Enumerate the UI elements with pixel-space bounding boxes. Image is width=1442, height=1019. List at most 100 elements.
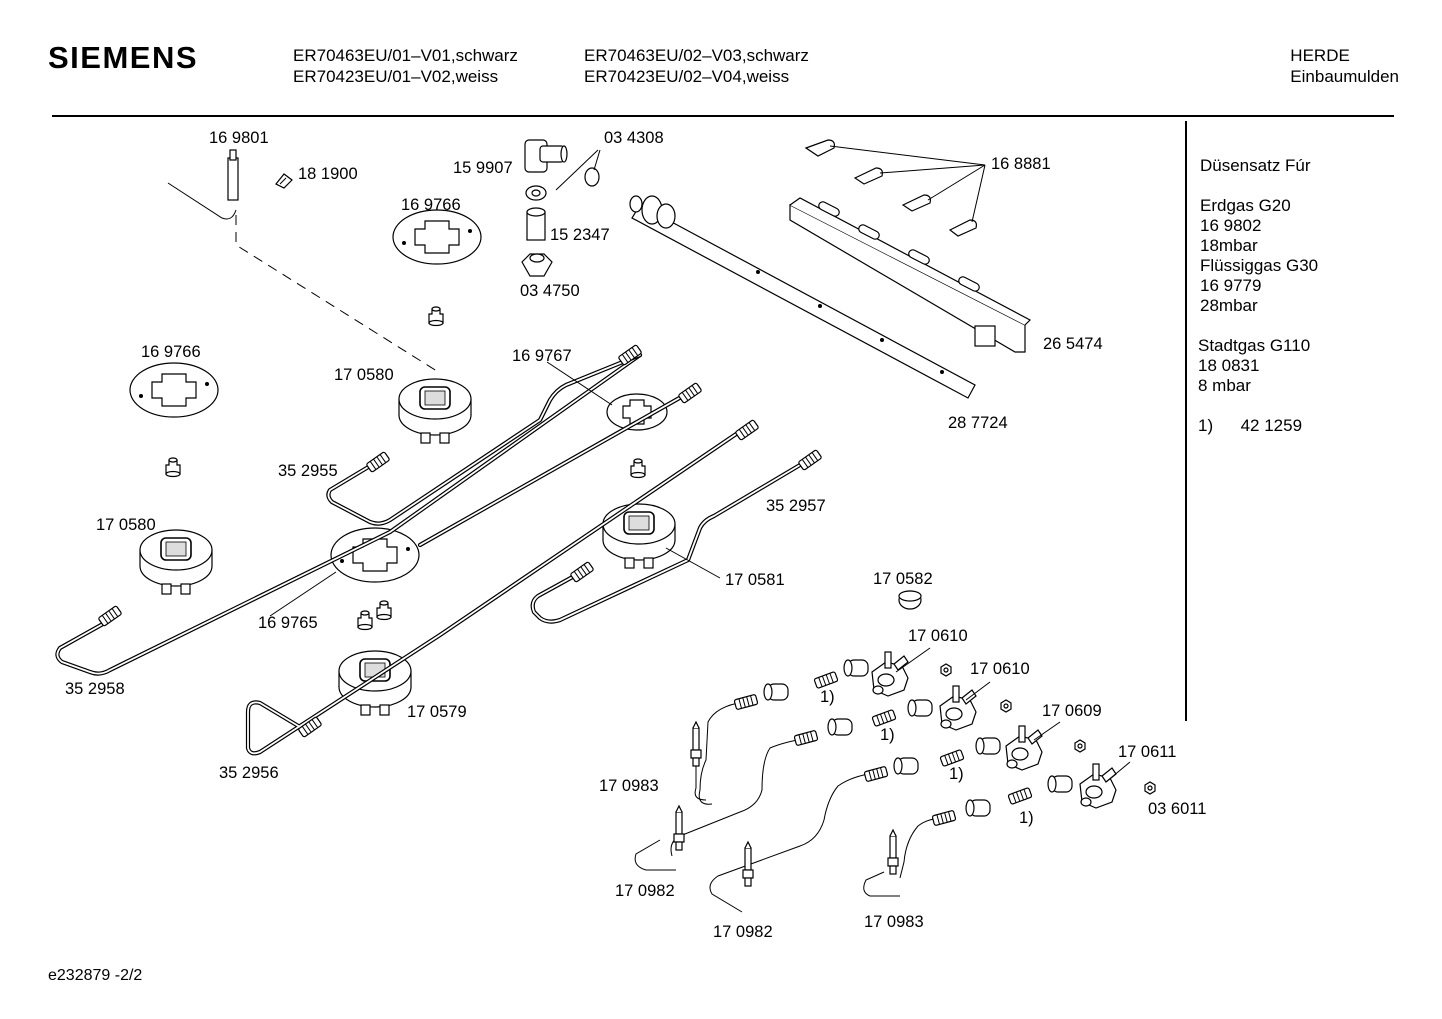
part-label: 03 4308 bbox=[604, 129, 664, 147]
nut bbox=[1144, 781, 1156, 795]
model-line: ER70423EU/01–V02,weiss bbox=[293, 67, 499, 86]
clip-part bbox=[275, 173, 293, 189]
model-line: ER70463EU/02–V03,schwarz bbox=[584, 46, 809, 65]
category: HERDE Einbaumulden bbox=[1290, 45, 1399, 87]
screw bbox=[165, 457, 181, 478]
thermocouple bbox=[887, 829, 899, 875]
sleeve bbox=[893, 757, 919, 775]
part-label: 17 0983 bbox=[864, 913, 924, 931]
legend-pressure: 8 mbar bbox=[1198, 376, 1251, 395]
burner-cup bbox=[602, 503, 676, 569]
bush bbox=[898, 590, 922, 610]
legend-gas-label: Erdgas G20 bbox=[1200, 196, 1291, 215]
gas-tap bbox=[1005, 725, 1043, 771]
legend-divider bbox=[1185, 121, 1187, 721]
note-marker: 1) bbox=[880, 726, 895, 744]
part-label: 16 9767 bbox=[512, 347, 572, 365]
part-label: 35 2957 bbox=[766, 497, 826, 515]
legend-pressure: 28mbar bbox=[1200, 296, 1258, 315]
model-list-left: ER70463EU/01–V01,schwarz ER70423EU/01–V0… bbox=[293, 45, 518, 87]
part-label: 03 4750 bbox=[520, 282, 580, 300]
part-label: 17 0581 bbox=[725, 571, 785, 589]
category-line: HERDE bbox=[1290, 46, 1350, 65]
lead-fitting bbox=[733, 693, 759, 711]
legend-gas-label: Stadtgas G110 bbox=[1198, 336, 1311, 355]
lead-fitting bbox=[931, 809, 957, 827]
legend-note: 1) 42 1259 bbox=[1198, 416, 1318, 436]
gas-pipes bbox=[55, 352, 808, 756]
leader-lines bbox=[269, 361, 1131, 783]
nut bbox=[940, 663, 952, 677]
thermocouple bbox=[742, 841, 754, 887]
burner-cup bbox=[398, 378, 472, 444]
part-label: 15 9907 bbox=[453, 159, 513, 177]
part-label: 18 1900 bbox=[298, 165, 358, 183]
header-divider bbox=[52, 115, 1394, 117]
part-label: 17 0582 bbox=[873, 570, 933, 588]
part-label: 17 0580 bbox=[334, 366, 394, 384]
brand-logo: SIEMENS bbox=[48, 40, 199, 75]
part-label: 16 8881 bbox=[991, 155, 1051, 173]
thermocouple bbox=[690, 721, 702, 767]
burner-seal-plate bbox=[129, 362, 219, 418]
part-label: 28 7724 bbox=[948, 414, 1008, 432]
nut bbox=[1000, 699, 1012, 713]
injector bbox=[813, 670, 839, 690]
thermocouple bbox=[673, 805, 685, 851]
part-label: 35 2956 bbox=[219, 764, 279, 782]
gas-tap bbox=[939, 685, 977, 731]
sleeve bbox=[1047, 775, 1073, 793]
lead-fitting bbox=[793, 729, 819, 747]
part-label: 17 0983 bbox=[599, 777, 659, 795]
lead-fitting bbox=[863, 765, 889, 783]
sleeve bbox=[763, 683, 789, 701]
part-label: 17 0610 bbox=[970, 660, 1030, 678]
nut bbox=[1074, 739, 1086, 753]
document-code: e232879 -2/2 bbox=[48, 967, 143, 984]
model-line: ER70423EU/02–V04,weiss bbox=[584, 67, 790, 86]
note-marker: 1) bbox=[820, 688, 835, 706]
sleeve bbox=[843, 659, 869, 677]
part-label: 16 9765 bbox=[258, 614, 318, 632]
thermocouple-leads bbox=[634, 701, 946, 913]
legend-part-number: 18 0831 bbox=[1198, 356, 1260, 375]
legend-gas-label: Flüssiggas G30 bbox=[1200, 256, 1319, 275]
legend-title: Düsensatz Fúr bbox=[1200, 156, 1311, 175]
part-label: 17 0579 bbox=[407, 703, 467, 721]
clips bbox=[804, 139, 986, 237]
injector bbox=[1007, 786, 1033, 806]
part-label: 17 0610 bbox=[908, 627, 968, 645]
burner-cup bbox=[139, 529, 213, 595]
sleeve bbox=[965, 799, 991, 817]
ignition-electrode bbox=[167, 149, 441, 374]
part-label: 26 5474 bbox=[1043, 335, 1103, 353]
burner-seal-plate bbox=[392, 209, 482, 265]
injector bbox=[939, 748, 965, 768]
screw bbox=[357, 610, 373, 631]
note-marker: 1) bbox=[1019, 809, 1034, 827]
nozzle-legend: Düsensatz Fúr Erdgas G20 16 9802 18mbar … bbox=[1198, 156, 1319, 436]
gas-tap bbox=[871, 651, 909, 697]
legend-note-marker: 1) bbox=[1198, 416, 1214, 435]
part-label: 16 9801 bbox=[209, 129, 269, 147]
legend-note-part: 42 1259 bbox=[1240, 416, 1303, 435]
screw bbox=[376, 600, 392, 621]
part-label: 03 6011 bbox=[1148, 800, 1206, 818]
part-label: 35 2958 bbox=[65, 680, 125, 698]
model-list-right: ER70463EU/02–V03,schwarz ER70423EU/02–V0… bbox=[584, 45, 809, 87]
legend-part-number: 16 9802 bbox=[1200, 216, 1262, 235]
legend-part-number: 16 9779 bbox=[1200, 276, 1262, 295]
note-marker: 1) bbox=[949, 765, 964, 783]
elbow-connector bbox=[521, 139, 600, 277]
gas-tap bbox=[1079, 763, 1117, 809]
screw bbox=[428, 306, 444, 327]
sleeve bbox=[907, 699, 933, 717]
burner-rail bbox=[789, 197, 1031, 353]
part-label: 17 0609 bbox=[1042, 702, 1102, 720]
part-label: 17 0982 bbox=[713, 923, 773, 941]
screw bbox=[630, 458, 646, 479]
gas-manifold-bar bbox=[629, 195, 976, 399]
part-label: 17 0611 bbox=[1118, 743, 1176, 761]
part-label: 15 2347 bbox=[550, 226, 610, 244]
